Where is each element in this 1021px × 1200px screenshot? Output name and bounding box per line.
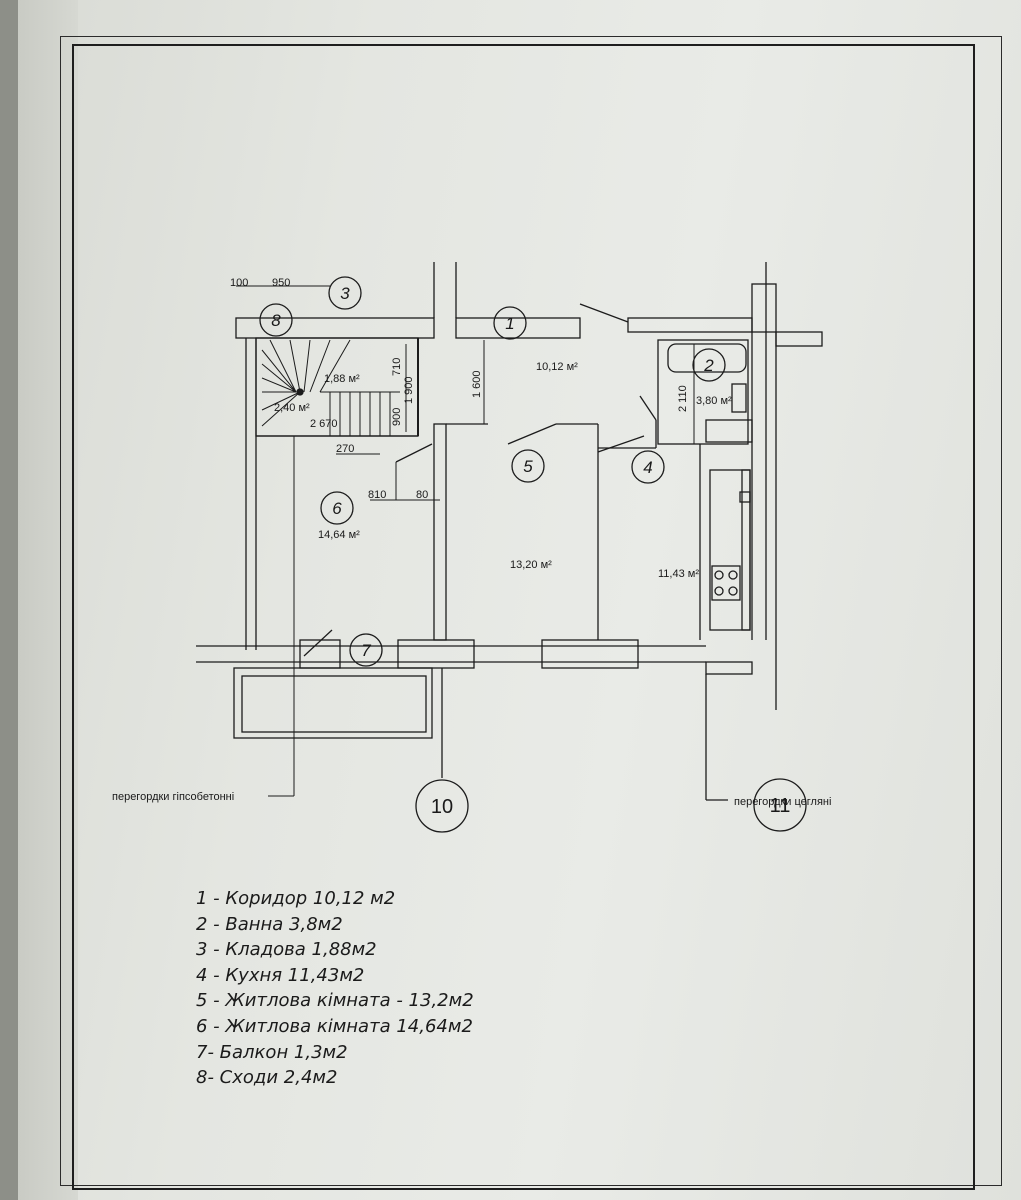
note-gypsum: перегордки гіпсобетонні [112, 791, 234, 803]
legend-item: 7- Балкон 1,3м2 [196, 1041, 348, 1063]
area-stairs: 2,40 м² [274, 402, 310, 414]
balcony [233, 667, 433, 739]
dim-2670: 2 670 [310, 418, 338, 430]
window-right [541, 639, 639, 669]
balcony-inner [241, 675, 427, 733]
room-legend: 1 - Коридор 10,12 м2 2 - Ванна 3,8м2 3 -… [196, 886, 474, 1091]
legend-item: 5 - Житлова кімната - 13,2м2 [196, 990, 474, 1012]
marker-8: 8 [271, 311, 281, 330]
marker-8-circle [259, 303, 293, 337]
facade-right-stub [705, 661, 753, 675]
kitchen-counter-edge [741, 469, 751, 631]
bathtub [667, 343, 747, 373]
legend-item: 2 - Ванна 3,8м2 [196, 913, 343, 935]
area-room6: 14,64 м² [318, 529, 360, 541]
right-wall-stub [775, 331, 823, 347]
door-swing-room6 [395, 443, 433, 463]
dim-2110: 2 110 [677, 385, 689, 412]
kitchen-counter [709, 469, 751, 631]
sheet-left-strip [18, 0, 78, 1200]
bath-enclosure [657, 339, 749, 445]
toilet-block [705, 419, 753, 443]
marker-6-circle [320, 491, 354, 525]
axis-11-circle [753, 778, 807, 832]
marker-7: 7 [361, 641, 371, 660]
marker-1-circle [493, 306, 527, 340]
stair-steps [261, 339, 400, 436]
marker-5: 5 [523, 457, 533, 476]
top-wall-mid [455, 317, 581, 339]
note-brick: перегордки цегляні [734, 796, 831, 808]
partition-6-5 [433, 423, 447, 641]
sink [731, 383, 747, 413]
stair-center-mark [296, 388, 304, 396]
top-wall-right [627, 317, 753, 333]
marker-5-circle [511, 449, 545, 483]
door-swing-entrance [579, 303, 629, 323]
area-room5: 13,20 м² [510, 559, 552, 571]
dim-900: 900 [391, 408, 403, 426]
drawing-frame-inner [72, 44, 975, 1190]
area-corridor: 10,12 м² [536, 361, 578, 373]
right-column [751, 283, 777, 333]
top-wall-left [235, 317, 435, 339]
legend-item: 8- Сходи 2,4м2 [196, 1067, 338, 1089]
marker-7-circle [349, 633, 383, 667]
stove [711, 565, 741, 601]
marker-4: 4 [643, 458, 652, 477]
door-swing-room5 [507, 423, 557, 445]
dim-1600: 1 600 [471, 370, 483, 398]
marker-3-circle [328, 276, 362, 310]
drawing-frame-outer [60, 36, 1002, 1186]
window-mid [397, 639, 475, 669]
dim-710: 710 [391, 358, 403, 376]
marker-2: 2 [703, 356, 714, 375]
dim-100: 100 [230, 277, 248, 289]
dim-810: 810 [368, 489, 386, 501]
area-storage: 1,88 м² [324, 373, 360, 385]
legend-item: 3 - Кладова 1,88м2 [196, 939, 377, 961]
door-swing-kitchen [597, 435, 645, 453]
marker-3: 3 [340, 284, 350, 303]
dim-950: 950 [272, 277, 290, 289]
legend-item: 6 - Житлова кімната 14,64м2 [196, 1015, 473, 1037]
axis-11-label: 11 [770, 795, 791, 817]
axis-10-label: 10 [431, 796, 453, 818]
legend-item: 1 - Коридор 10,12 м2 [196, 888, 396, 909]
kitchen-sink [739, 491, 751, 503]
marker-2-circle [692, 348, 726, 382]
marker-4-circle [631, 450, 665, 484]
marker-1: 1 [505, 314, 514, 333]
door-swing-bath [639, 395, 657, 421]
dim-80: 80 [416, 489, 428, 501]
legend-item: 4 - Кухня 11,43м2 [196, 964, 365, 986]
dim-270: 270 [336, 443, 354, 455]
area-kitchen: 11,43 м² [658, 568, 699, 580]
axis-10-circle [415, 779, 469, 833]
paper-sheet [18, 0, 1021, 1200]
area-bath: 3,80 м² [696, 395, 732, 407]
dim-1900: 1 900 [403, 376, 415, 404]
door-swing-balcony [303, 629, 333, 657]
marker-6: 6 [332, 499, 342, 518]
